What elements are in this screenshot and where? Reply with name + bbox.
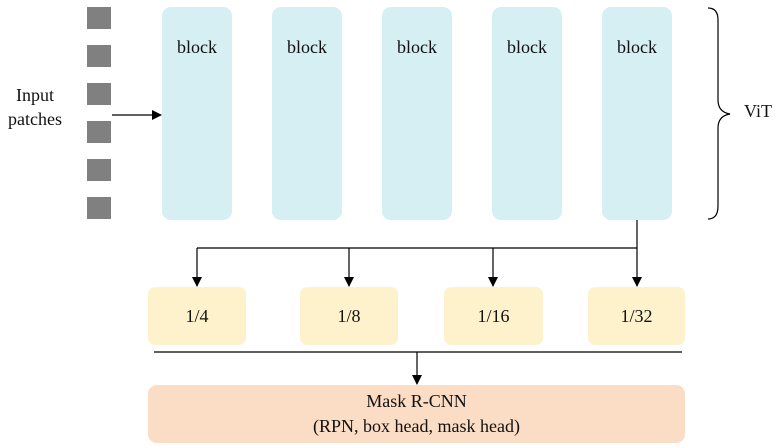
- block-label: block: [397, 37, 437, 57]
- mask-rcnn-title: Mask R-CNN: [366, 391, 467, 411]
- scale-box: 1/4: [148, 287, 246, 345]
- input-patch: [87, 159, 111, 181]
- scale-label: 1/4: [185, 305, 209, 326]
- vit-block: block: [602, 7, 672, 220]
- mask-rcnn-subtitle: (RPN, box head, mask head): [313, 416, 520, 436]
- input-patch: [87, 197, 111, 219]
- vit-block: block: [382, 7, 452, 220]
- input-label: Input patches: [2, 83, 68, 131]
- block-label: block: [507, 37, 547, 57]
- input-label-line1: Input: [16, 85, 54, 105]
- scale-box: 1/16: [444, 287, 543, 345]
- scale-label: 1/8: [337, 305, 361, 326]
- block-label: block: [617, 37, 657, 57]
- vit-block: block: [492, 7, 562, 220]
- scale-label: 1/32: [620, 305, 653, 326]
- vit-label-text: ViT: [744, 101, 772, 121]
- vit-block: block: [162, 7, 232, 220]
- scale-label: 1/16: [477, 305, 510, 326]
- input-patch: [87, 83, 111, 105]
- block-label: block: [177, 37, 217, 57]
- vit-block: block: [272, 7, 342, 220]
- mask-rcnn-box: Mask R-CNN (RPN, box head, mask head): [148, 385, 685, 443]
- vit-brace: [707, 7, 731, 220]
- input-patch: [87, 45, 111, 67]
- input-patch: [87, 7, 111, 29]
- input-patch: [87, 121, 111, 143]
- scale-box: 1/32: [588, 287, 685, 345]
- vit-label: ViT: [738, 99, 778, 123]
- input-label-line2: patches: [8, 109, 62, 129]
- scale-box: 1/8: [300, 287, 398, 345]
- block-label: block: [287, 37, 327, 57]
